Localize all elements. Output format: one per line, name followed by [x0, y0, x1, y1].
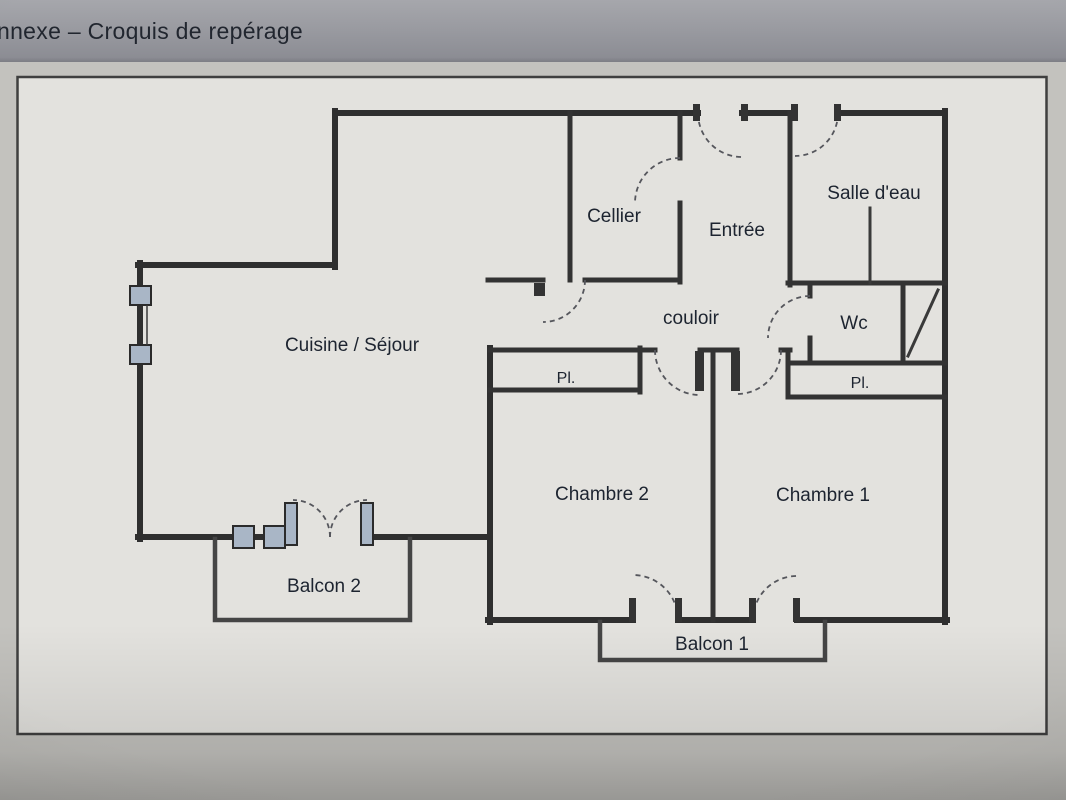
room-label-wc: Wc [840, 313, 867, 334]
door-jamb [834, 104, 841, 121]
room-label-cuisine-sejour: Cuisine / Séjour [285, 335, 420, 356]
room-label-entree: Entrée [709, 220, 765, 241]
room-label-balcon-2: Balcon 2 [287, 576, 361, 597]
room-label-cellier: Cellier [587, 206, 642, 227]
room-label-salle-deau: Salle d'eau [827, 183, 920, 204]
door-jamb [534, 283, 545, 296]
door-jamb [791, 104, 798, 121]
window-symbol [129, 285, 152, 306]
door-jamb [793, 598, 800, 622]
cuisine-balcony-door-arc-right [329, 499, 368, 538]
door-jamb [741, 104, 748, 121]
duct-diagonal [906, 288, 940, 358]
door-jamb [675, 598, 682, 622]
room-label-chambre-2: Chambre 2 [555, 484, 649, 505]
wc-door-arc [767, 295, 811, 339]
cuisine-balcony-door-arc-left [292, 499, 331, 538]
room-label-placard-2: Pl. [557, 370, 576, 387]
door-jamb [693, 104, 700, 121]
balcony-walls [212, 536, 828, 663]
room-label-placard-1: Pl. [851, 375, 870, 392]
door-jambs [534, 104, 841, 622]
window-symbol [129, 344, 152, 365]
door-jamb [629, 598, 636, 622]
door-arcs [292, 112, 839, 621]
interior-walls [485, 110, 948, 623]
window-symbol [263, 525, 286, 549]
door-jamb [695, 351, 704, 391]
room-label-couloir: couloir [663, 308, 720, 329]
window-symbol [232, 525, 255, 549]
couloir-door-arc [542, 279, 586, 323]
door-jamb [731, 351, 740, 391]
window-symbols [129, 285, 374, 549]
room-label-chambre-1: Chambre 1 [776, 485, 870, 506]
page-title: nnexe – Croquis de repérage [0, 17, 304, 44]
room-labels: Cellier Entrée Salle d'eau Cuisine / Séj… [285, 183, 921, 655]
balcony-door-post [284, 502, 298, 546]
plan-sheet-frame [16, 75, 1048, 736]
balcony-door-post [360, 502, 374, 546]
room-label-balcon-1: Balcon 1 [675, 634, 749, 655]
title-bar: nnexe – Croquis de repérage [0, 0, 1066, 62]
door-jamb [749, 598, 756, 622]
